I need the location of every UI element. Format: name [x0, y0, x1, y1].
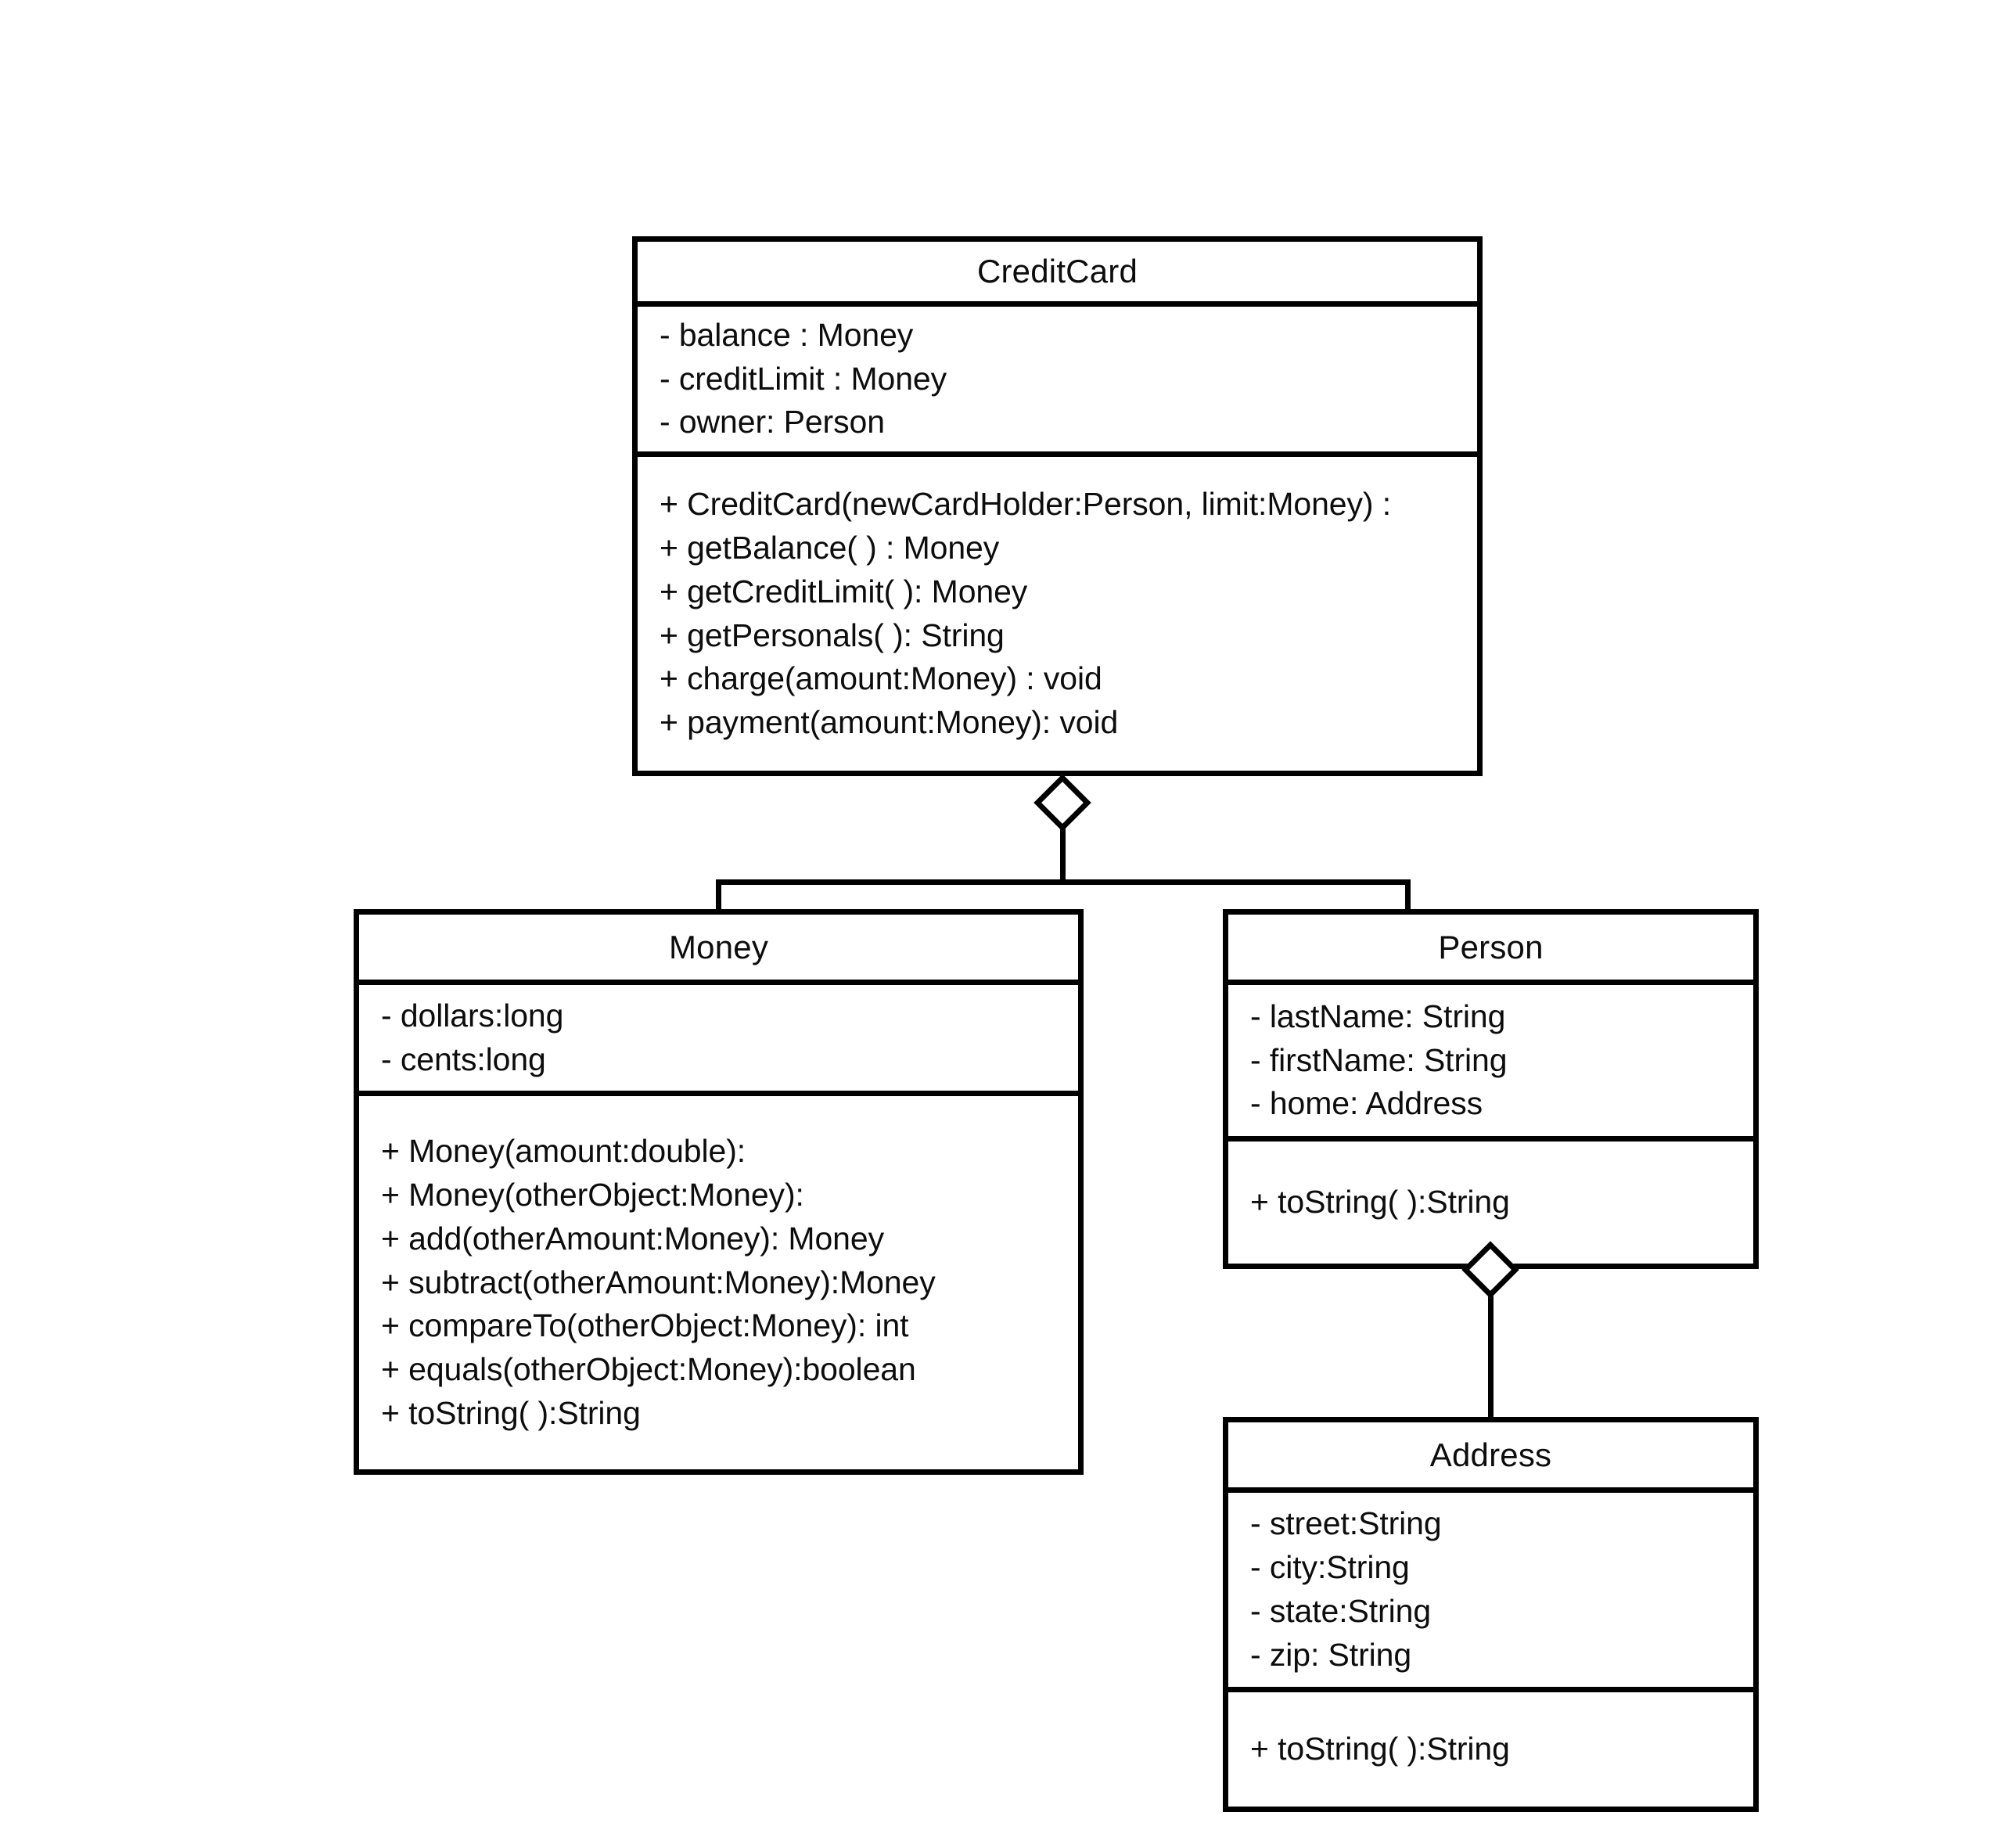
connector-drop-person — [1405, 879, 1411, 914]
uml-class-address[interactable]: Address - street:String - city:String - … — [1223, 1417, 1759, 1812]
method-item: + Money(amount:double): — [381, 1132, 746, 1169]
attribute-item: - balance : Money — [660, 316, 914, 353]
attribute-item: - city:String — [1250, 1549, 1410, 1586]
uml-class-person[interactable]: Person - lastName: String - firstName: S… — [1223, 909, 1759, 1269]
class-name-address: Address — [1429, 1436, 1552, 1473]
attribute-item: - cents:long — [381, 1041, 546, 1077]
attributes-compartment-address: - street:String - city:String - state:St… — [1228, 1487, 1753, 1687]
uml-class-money[interactable]: Money - dollars:long - cents:long + Mone… — [354, 909, 1084, 1475]
connector-drop-money — [716, 879, 721, 914]
attribute-item: - dollars:long — [381, 997, 564, 1034]
attributes-compartment-person: - lastName: String - firstName: String -… — [1228, 980, 1753, 1136]
method-item: + getCreditLimit( ): Money — [660, 573, 1028, 609]
method-item: + getPersonals( ): String — [660, 617, 1005, 653]
attribute-item: - street:String — [1250, 1505, 1442, 1542]
method-item: + Money(otherObject:Money): — [381, 1176, 804, 1213]
class-name-money: Money — [668, 928, 769, 965]
method-item: + getBalance( ) : Money — [660, 529, 1000, 566]
connector-stem-person-address — [1488, 1287, 1494, 1417]
class-name-creditcard: CreditCard — [976, 253, 1138, 289]
attribute-item: - home: Address — [1250, 1085, 1483, 1122]
connector-bar-creditcard — [716, 879, 1411, 885]
method-item: + toString( ):String — [1250, 1184, 1510, 1221]
method-item: + toString( ):String — [381, 1395, 641, 1432]
methods-compartment-creditcard: + CreditCard(newCardHolder:Person, limit… — [638, 451, 1477, 771]
attributes-compartment-creditcard: - balance : Money - creditLimit : Money … — [638, 301, 1477, 451]
method-item: + CreditCard(newCardHolder:Person, limit… — [660, 485, 1392, 522]
method-item: + charge(amount:Money) : void — [660, 660, 1102, 697]
aggregation-diamond-creditcard — [1033, 774, 1091, 832]
class-name-person: Person — [1438, 928, 1544, 965]
attribute-item: - state:String — [1250, 1593, 1432, 1629]
attribute-item: - zip: String — [1250, 1636, 1412, 1673]
method-item: + payment(amount:Money): void — [660, 704, 1119, 741]
method-item: + compareTo(otherObject:Money): int — [381, 1307, 909, 1344]
attributes-compartment-money: - dollars:long - cents:long — [359, 980, 1078, 1091]
connector-stem-creditcard — [1060, 820, 1066, 879]
methods-compartment-person: + toString( ):String — [1228, 1136, 1753, 1264]
uml-class-creditcard[interactable]: CreditCard - balance : Money - creditLim… — [632, 236, 1483, 776]
attribute-item: - creditLimit : Money — [660, 360, 947, 397]
methods-compartment-address: + toString( ):String — [1228, 1687, 1753, 1807]
method-item: + subtract(otherAmount:Money):Money — [381, 1264, 936, 1300]
attribute-item: - owner: Person — [660, 404, 885, 440]
attribute-item: - firstName: String — [1250, 1041, 1508, 1078]
attribute-item: - lastName: String — [1250, 998, 1506, 1034]
method-item: + add(otherAmount:Money): Money — [381, 1220, 884, 1257]
methods-compartment-money: + Money(amount:double): + Money(otherObj… — [359, 1091, 1078, 1469]
method-item: + equals(otherObject:Money):boolean — [381, 1351, 916, 1388]
method-item: + toString( ):String — [1250, 1731, 1510, 1767]
